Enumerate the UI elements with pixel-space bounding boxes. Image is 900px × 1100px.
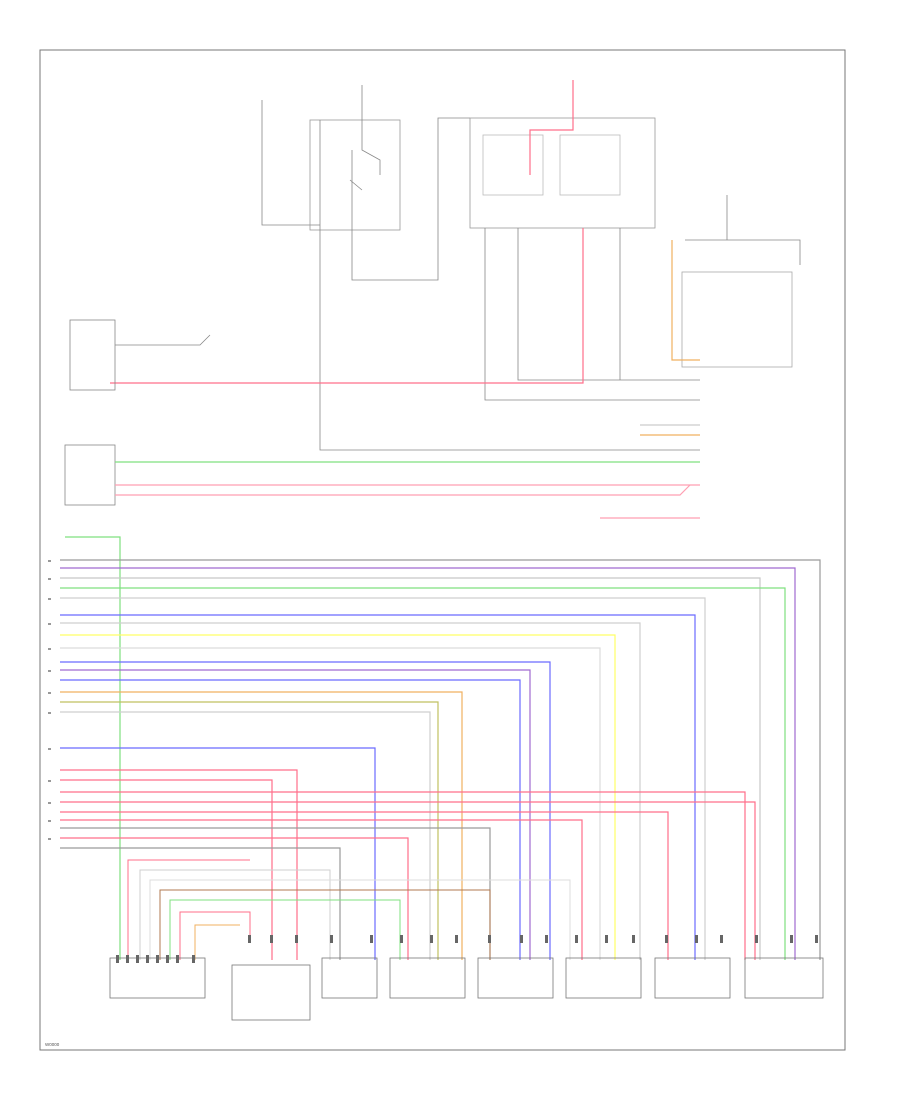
bus-wires-lower	[60, 747, 756, 960]
connector-box-4	[389, 957, 466, 999]
relay-right-inner-b	[559, 134, 621, 196]
relay-right-inner-a	[482, 134, 544, 196]
right-module-box	[681, 271, 793, 368]
left-connector-mid	[64, 444, 116, 506]
left-connector-top	[69, 319, 211, 391]
connector-box-6	[565, 957, 642, 999]
diagram-border	[39, 49, 846, 1051]
orange-wire-right	[671, 240, 700, 361]
top-red-wires	[110, 80, 584, 384]
right-module	[681, 195, 801, 368]
connector-box-3	[321, 957, 378, 999]
bus-wires-local	[127, 859, 571, 960]
connector-box-2	[231, 964, 311, 1021]
left-wire-index-marks	[48, 560, 51, 840]
connector-box-5	[477, 957, 554, 999]
pink-wire-mid-2	[115, 484, 691, 496]
relay-left-box	[309, 119, 401, 231]
bottom-connector-row	[109, 957, 824, 1021]
pin-markers	[116, 935, 818, 963]
top-relay-section	[261, 85, 700, 451]
connector-box-8	[744, 957, 824, 999]
footer-code: W0000	[45, 1042, 60, 1047]
relay-right-box	[469, 117, 656, 229]
bus-wires-upper	[60, 536, 821, 960]
connector-box-7	[654, 957, 731, 999]
connector-multi-pin	[109, 957, 206, 999]
